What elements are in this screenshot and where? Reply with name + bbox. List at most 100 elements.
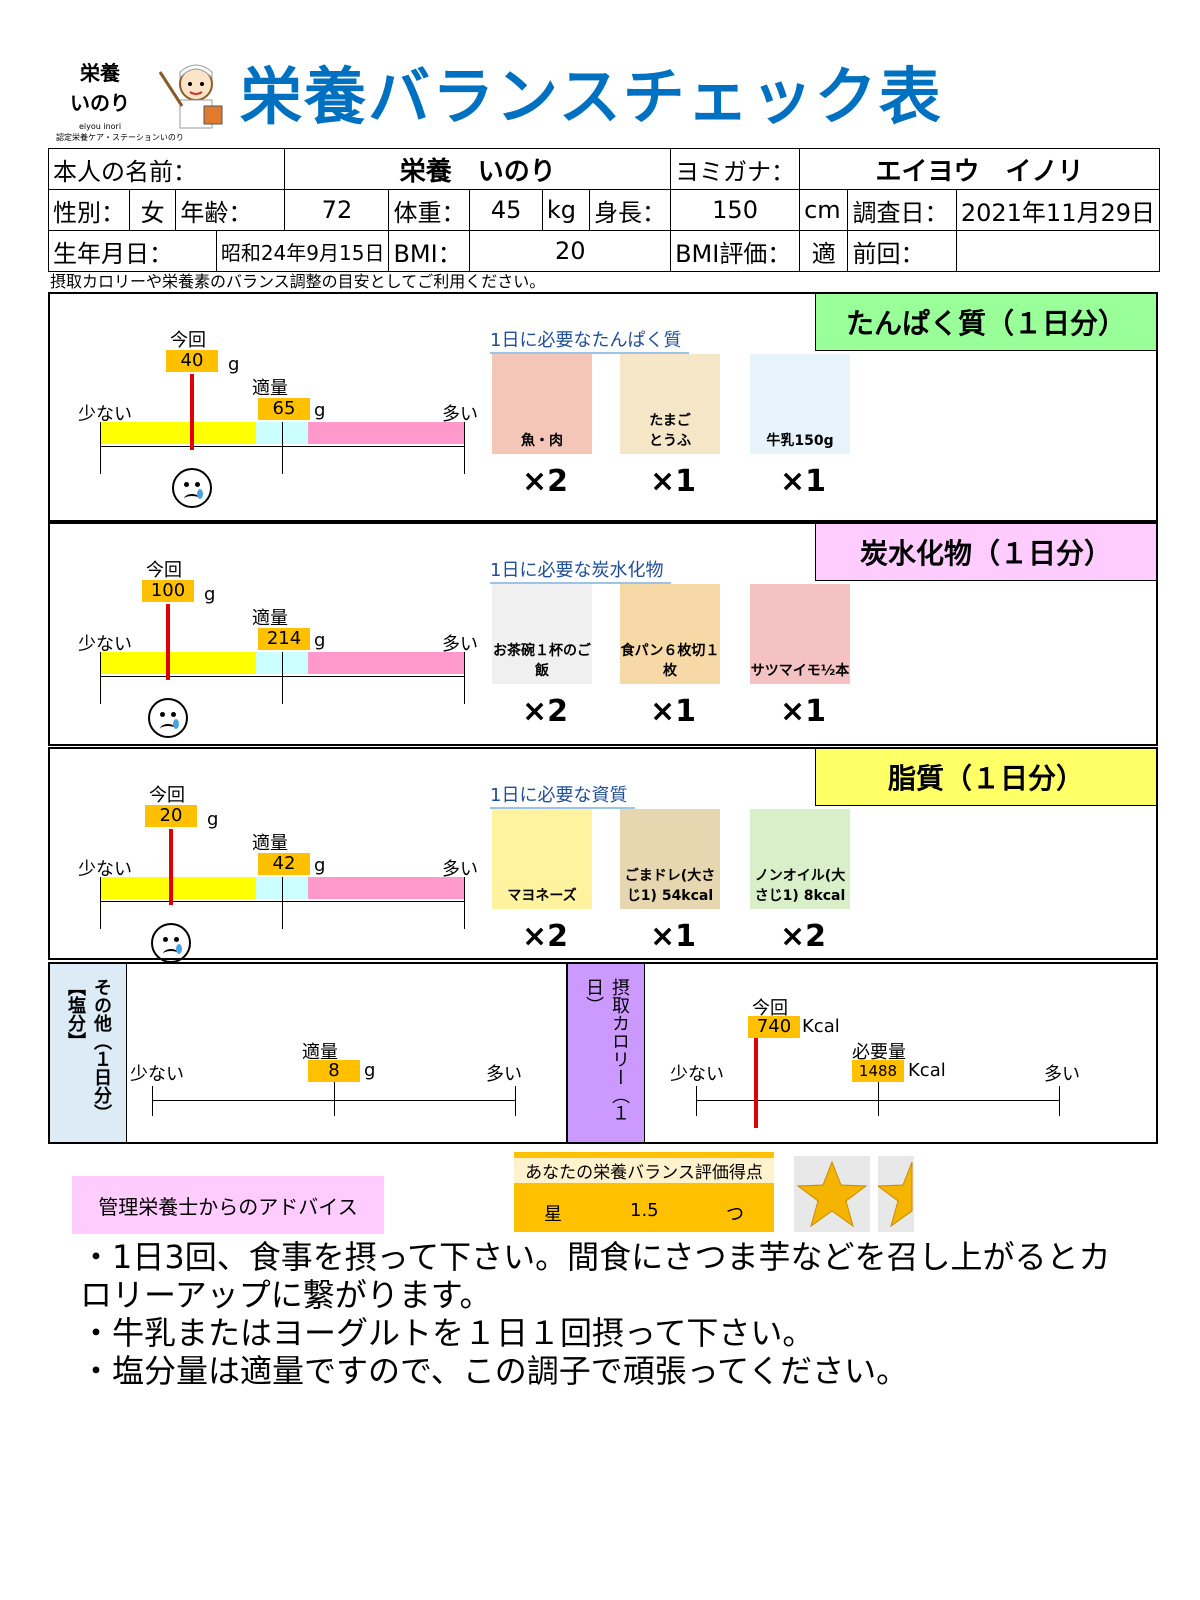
- star-full-icon: [794, 1156, 870, 1232]
- salt-tick-right: [515, 1086, 516, 1116]
- age-value: 72: [284, 189, 390, 231]
- logo-line2: いのり: [70, 91, 130, 115]
- food-caption: サツマイモ½本: [750, 663, 850, 679]
- sex-label: 性別：: [48, 189, 130, 231]
- logo-sub2: 認定栄養ケア・ステーションいのり: [56, 133, 184, 142]
- fat-proper-unit: g: [314, 855, 326, 876]
- kcal-few: 少ない: [670, 1064, 724, 1085]
- kcal-label: 摂取カロリー（１日）: [583, 978, 630, 1122]
- advice-label: 管理栄養士からのアドバイス: [72, 1176, 384, 1234]
- page-title: 栄養バランスチェック表: [240, 60, 943, 133]
- prev-value: [955, 230, 1161, 272]
- kcal-label-box: 摂取カロリー（１日）: [568, 964, 645, 1142]
- food-caption: たまご とうふ: [649, 413, 691, 449]
- fat-food-mult-1: ×1: [650, 919, 697, 954]
- salt-label: その他（１日分）【塩分】: [65, 978, 112, 1122]
- carb-proper-unit: g: [314, 630, 326, 651]
- food-caption: ごまドレ(大さじ1) 54kcal: [624, 868, 716, 904]
- fat-need-title: 1日に必要な資質: [490, 781, 636, 809]
- salt-many: 多い: [486, 1064, 522, 1085]
- protein-tick-right: [464, 422, 465, 474]
- fat-current-unit: g: [207, 809, 219, 830]
- protein-proper-unit: g: [314, 400, 326, 421]
- score-title: あなたの栄養バランス評価得点: [514, 1158, 774, 1183]
- fat-tick-left: [100, 877, 101, 929]
- bmi-eval-label: BMI評価：: [670, 230, 801, 272]
- fat-title: 脂質（１日分）: [815, 749, 1156, 806]
- carb-food-2: サツマイモ½本: [750, 584, 850, 684]
- protein-title: たんぱく質（１日分）: [815, 294, 1156, 351]
- food-caption: ノンオイル(大さじ1) 8kcal: [754, 868, 846, 904]
- protein-food-0: 魚・肉: [492, 354, 592, 454]
- name-value: 栄養 いのり: [284, 148, 672, 190]
- protein-food-mult-0: ×2: [522, 464, 569, 499]
- carb-many: 多い: [442, 634, 478, 655]
- survey-date: 2021年11月29日: [955, 189, 1161, 231]
- other-panel: その他（１日分）【塩分】 少ない 多い 適量 8 g 摂取カロリー（１日） 少な…: [48, 962, 1158, 1144]
- weight-value: 45: [469, 189, 543, 231]
- carb-now-label: 今回: [146, 560, 182, 581]
- kana-value: エイヨウ イノリ: [799, 148, 1160, 190]
- salt-tick-mid: [334, 1082, 335, 1116]
- weight-label: 体重：: [388, 189, 471, 231]
- protein-proper-value: 65: [258, 398, 310, 420]
- star-half-icon: [878, 1156, 914, 1232]
- fat-bar-high: [308, 877, 464, 899]
- carb-few: 少ない: [78, 634, 132, 655]
- fat-current-marker: [169, 829, 173, 905]
- protein-proper-label: 適量: [252, 378, 288, 399]
- advice-line: ・1日3回、食事を摂って下さい。間食にさつま芋などを召し上がるとカロリーアップに…: [80, 1238, 1111, 1314]
- fat-food-mult-2: ×2: [780, 919, 827, 954]
- fat-food-mult-0: ×2: [522, 919, 569, 954]
- fat-now-label: 今回: [149, 785, 185, 806]
- carb-title: 炭水化物（１日分）: [815, 524, 1156, 581]
- protein-tick-left: [100, 422, 101, 474]
- food-caption: 魚・肉: [521, 433, 563, 449]
- protein-need-title: 1日に必要なたんぱく質: [490, 326, 690, 354]
- sad-face-icon: [172, 468, 212, 508]
- survey-label: 調査日：: [847, 189, 957, 231]
- bmi-label: BMI：: [388, 230, 471, 272]
- protein-current-marker: [190, 374, 194, 450]
- protein-bar-high: [308, 422, 464, 444]
- carb-food-mult-1: ×1: [650, 694, 697, 729]
- salt-unit: g: [364, 1060, 376, 1081]
- sex-value: 女: [128, 189, 177, 231]
- protein-tick-mid: [282, 422, 283, 474]
- food-caption: 食パン６枚切１枚: [620, 643, 720, 679]
- protein-current-unit: g: [228, 354, 240, 375]
- protein-now-label: 今回: [170, 330, 206, 351]
- salt-label-box: その他（１日分）【塩分】: [50, 964, 127, 1142]
- protein-food-1: たまご とうふ: [620, 354, 720, 454]
- protein-food-mult-2: ×1: [780, 464, 827, 499]
- kcal-many: 多い: [1044, 1064, 1080, 1085]
- profile-table: 本人の名前： 栄養 いのり ヨミガナ： エイヨウ イノリ 性別： 女 年齢： 7…: [47, 148, 1161, 272]
- protein-few: 少ない: [78, 404, 132, 425]
- score-box: あなたの栄養バランス評価得点 星 1.5 つ: [514, 1152, 774, 1232]
- score-value: 1.5: [630, 1200, 659, 1221]
- carb-food-1: 食パン６枚切１枚: [620, 584, 720, 684]
- carb-current-value: 100: [142, 580, 194, 602]
- name-label: 本人の名前：: [47, 148, 286, 190]
- kcal-need-label: 必要量: [852, 1042, 906, 1063]
- kcal-tick-right: [1059, 1086, 1060, 1116]
- salt-divider: [566, 964, 568, 1142]
- food-caption: マヨネーズ: [507, 888, 577, 904]
- age-label: 年齢：: [175, 189, 286, 231]
- protein-food-mult-1: ×1: [650, 464, 697, 499]
- kcal-current-value: 740: [748, 1016, 800, 1038]
- carb-bar-low: [100, 652, 256, 674]
- fat-tick-right: [464, 877, 465, 929]
- fat-proper-value: 42: [258, 853, 310, 875]
- advice-line: ・牛乳またはヨーグルトを１日１回摂って下さい。: [80, 1314, 815, 1352]
- kcal-tick-left: [696, 1086, 697, 1116]
- protein-bar-low: [100, 422, 256, 444]
- kcal-current-unit: Kcal: [802, 1016, 840, 1037]
- advice-text: ・1日3回、食事を摂って下さい。間食にさつま芋などを召し上がるとカロリーアップに…: [80, 1238, 1140, 1390]
- bmi-eval-value: 適: [799, 230, 849, 272]
- fat-food-1: ごまドレ(大さじ1) 54kcal: [620, 809, 720, 909]
- carb-food-mult-0: ×2: [522, 694, 569, 729]
